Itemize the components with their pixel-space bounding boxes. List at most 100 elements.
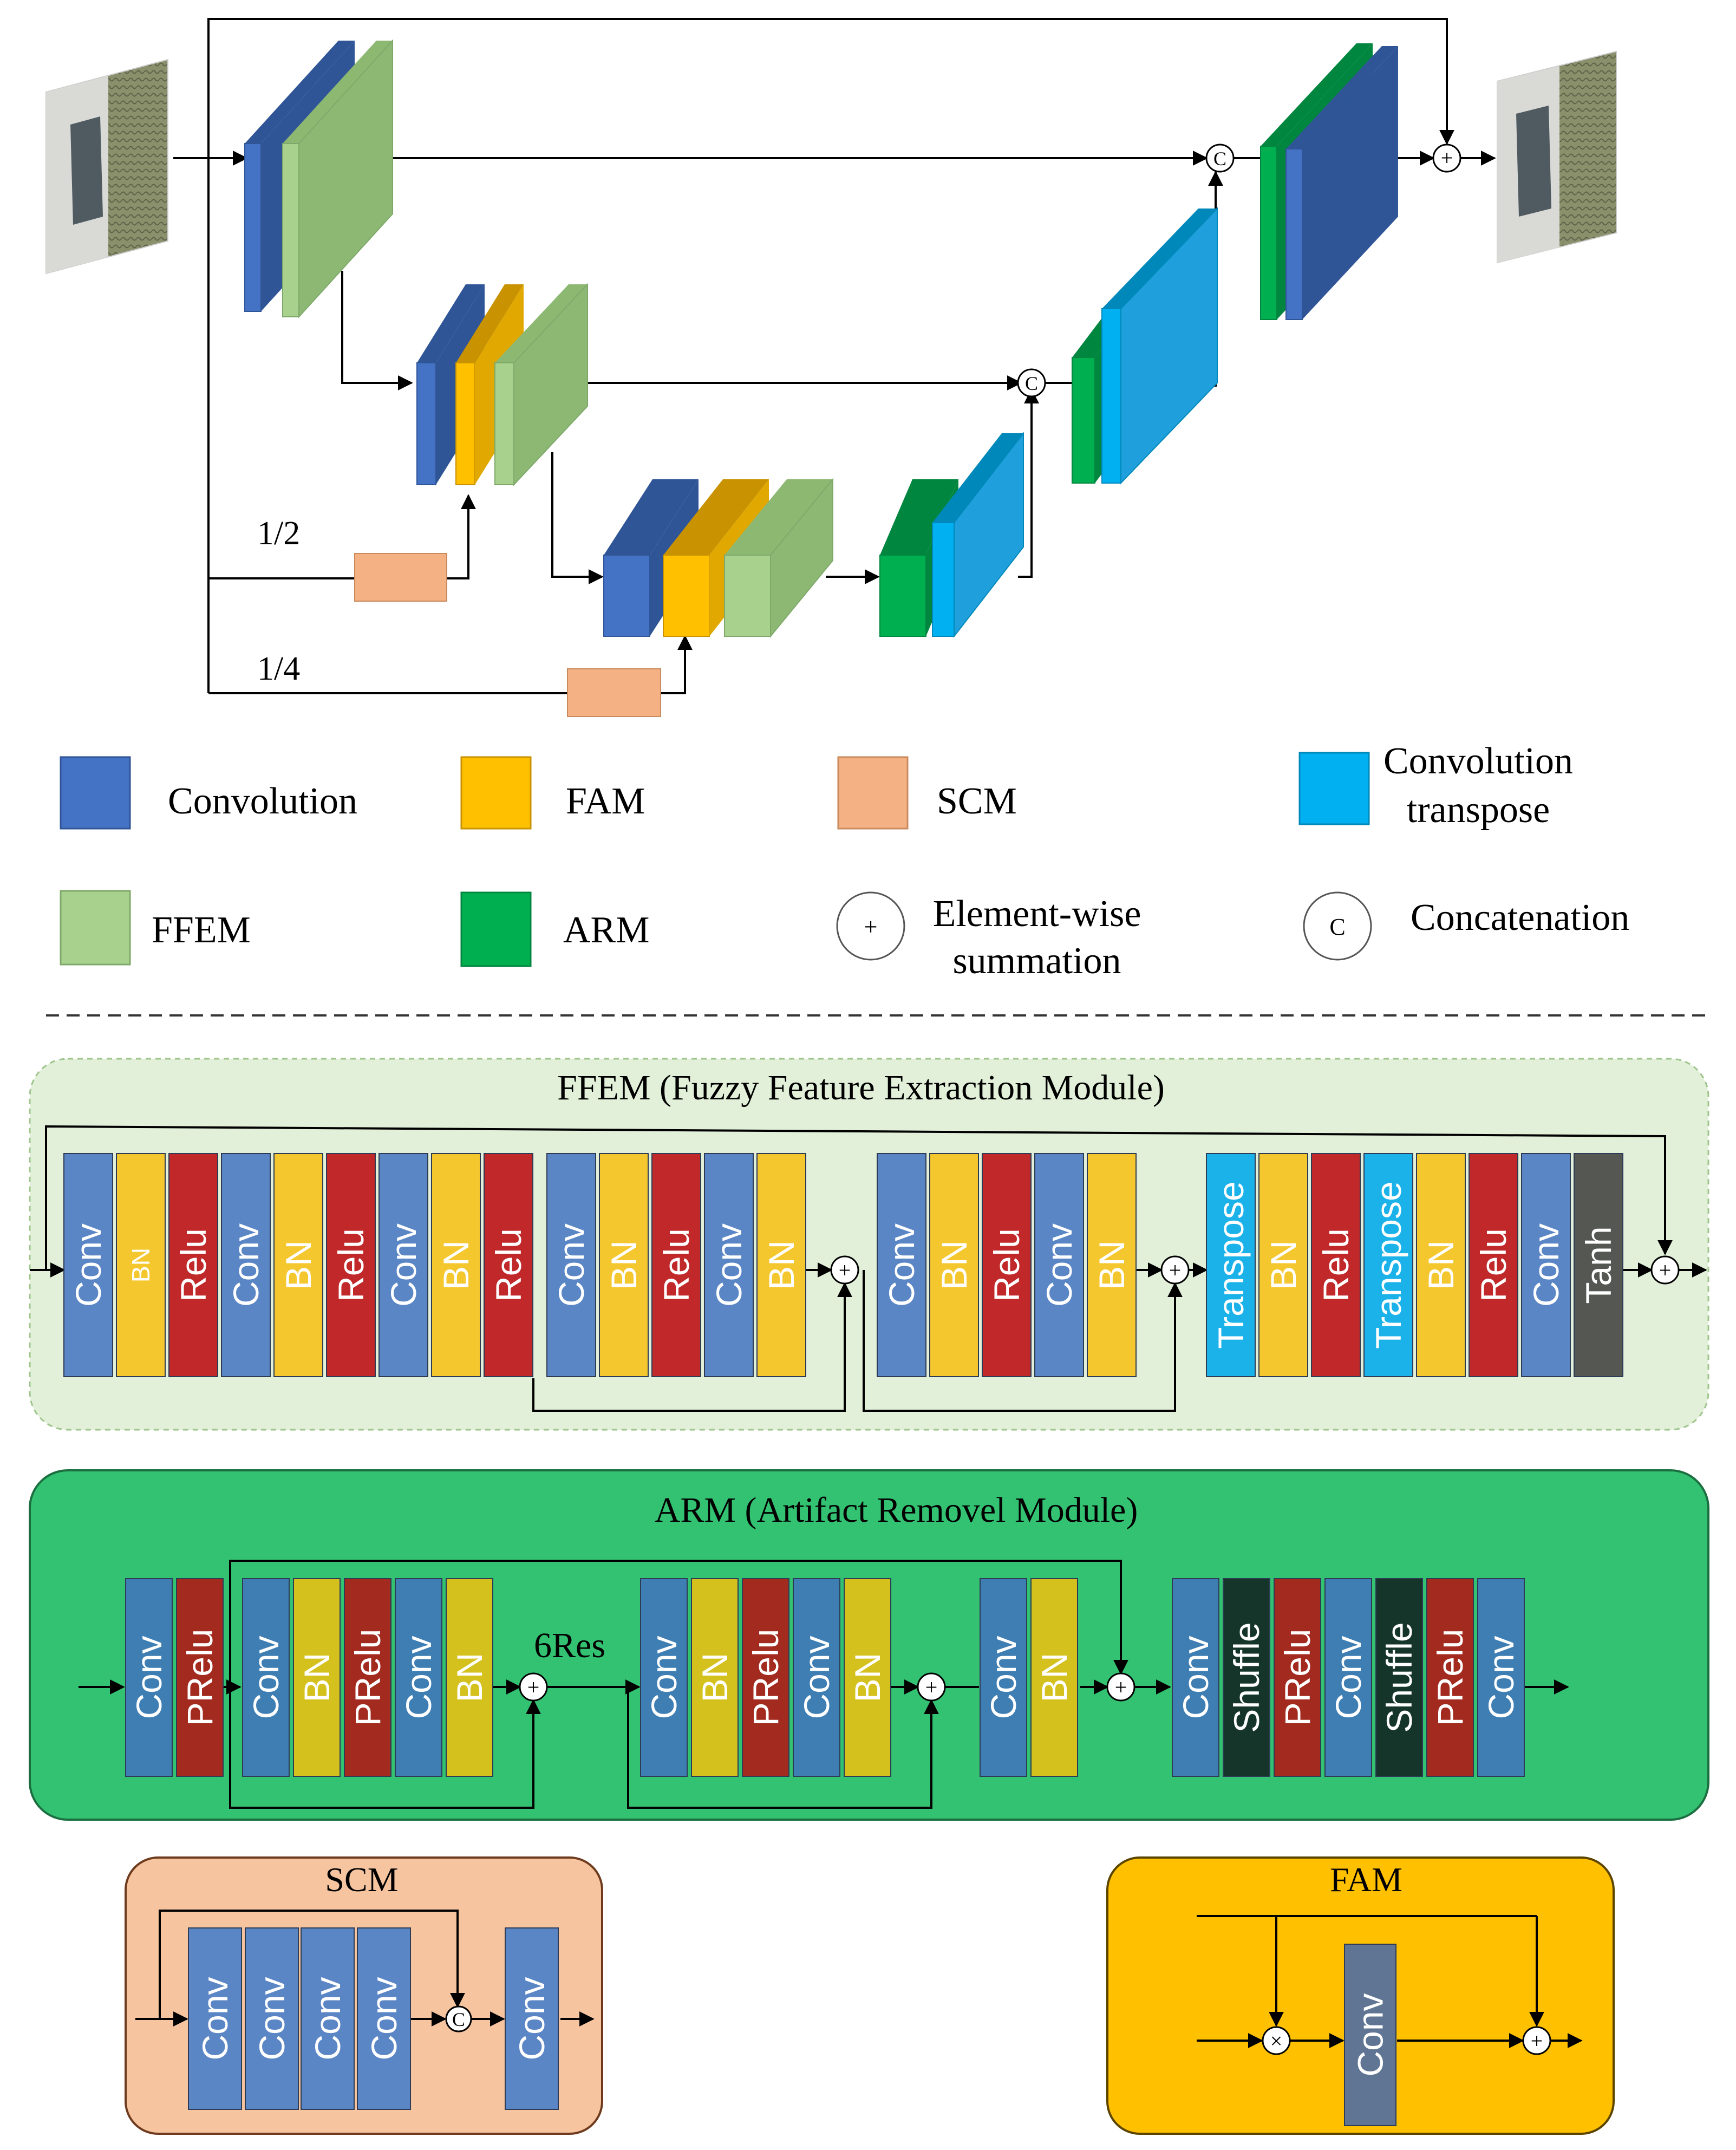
arm-block-conv-8 [640, 1578, 688, 1777]
scm-block-conv-4 [357, 1927, 411, 2110]
ffem-block-conv-10 [546, 1153, 596, 1377]
arm-block-conv-6 [395, 1578, 442, 1777]
arm-block-conv-18 [1324, 1578, 1372, 1777]
concat-operator-middle: C [1017, 368, 1046, 398]
fam-sum: + [1522, 2026, 1551, 2055]
scm-block-label-3: Conv [308, 1977, 348, 2060]
ffem-block-conv-4 [221, 1153, 271, 1377]
legend-label-summation-line2: summation [952, 940, 1121, 982]
ffem-block-conv-26 [1521, 1153, 1571, 1377]
svg-text:+: + [1169, 1258, 1182, 1282]
arm-block-conv-3 [242, 1578, 290, 1777]
fam-block-conv-1 [1344, 1944, 1396, 2126]
ffem-block-label-21: BN [1263, 1240, 1303, 1290]
ffem-block-conv-13 [704, 1153, 754, 1377]
arm-block-label-17: PRelu [1277, 1629, 1317, 1726]
legend-symbol-summation: + [836, 891, 905, 961]
arm-block-conv-11 [793, 1578, 840, 1777]
legend-label-concatenation: Concatenation [1411, 897, 1629, 939]
ffem-block-bn-21 [1258, 1153, 1308, 1377]
scm-block-label-4: Conv [364, 1977, 404, 2060]
scm-block-label-1: Conv [195, 1977, 235, 2060]
arm-block-label-15: Conv [1176, 1636, 1216, 1719]
scm-block-label-2: Conv [252, 1977, 292, 2060]
ffem-block-label-16: BN [934, 1240, 974, 1290]
ffem-block-label-26: Conv [1526, 1223, 1566, 1307]
ffem-block-bn-16 [929, 1153, 979, 1377]
ffem-block-label-23: Transpose [1368, 1181, 1408, 1348]
fam-block-label-1: Conv [1350, 1993, 1391, 2076]
ffem-block-label-4: Conv [226, 1223, 266, 1307]
svg-text:+: + [527, 1675, 540, 1699]
ffem-sum-2: + [1160, 1255, 1190, 1285]
legend-label-convolution: Convolution [168, 780, 357, 822]
scm-title: SCM [325, 1860, 398, 1899]
encoder-level-1 [244, 39, 393, 318]
ffem-block-label-8: BN [436, 1240, 476, 1290]
svg-text:C: C [452, 2009, 465, 2030]
legend-label-convolution-transpose-line1: Convolution [1383, 740, 1573, 782]
ffem-block-label-18: Conv [1039, 1223, 1079, 1307]
decoder-level-3 [879, 432, 1024, 638]
legend-swatch-ffem [60, 890, 131, 966]
ffem-block-relu-9 [484, 1153, 533, 1377]
arm-block-bn-12 [844, 1578, 891, 1777]
legend-swatch-fam [460, 756, 532, 830]
ffem-block-label-13: Conv [709, 1223, 749, 1307]
ffem-block-label-6: Relu [331, 1228, 371, 1302]
arm-block-bn-4 [293, 1578, 341, 1777]
ffem-block-label-15: Conv [882, 1223, 922, 1307]
arm-block-prelu-2 [176, 1578, 224, 1777]
ffem-block-label-5: BN [278, 1240, 318, 1290]
legend-swatch-scm [837, 756, 909, 830]
ffem-sum-1: + [830, 1255, 859, 1285]
arm-block-shuffle-19 [1375, 1578, 1423, 1777]
scm-concat: C [445, 2005, 472, 2032]
scm-block-conv-3 [301, 1927, 355, 2110]
ffem-block-label-17: Relu [987, 1228, 1027, 1302]
arm-block-bn-9 [691, 1578, 739, 1777]
fam-panel: FAM Conv × + [1106, 1856, 1615, 2135]
ffem-block-label-27: Tanh [1578, 1226, 1618, 1304]
ffem-block-label-22: Relu [1316, 1228, 1356, 1302]
arm-block-label-6: Conv [399, 1636, 439, 1719]
ffem-block-conv-18 [1034, 1153, 1084, 1377]
ffem-block-label-12: Relu [656, 1228, 696, 1302]
arm-block-label-2: PRelu [180, 1629, 220, 1726]
ffem-block-label-1: Conv [68, 1223, 108, 1307]
scm-block-conv-5 [505, 1927, 559, 2110]
ffem-title: FFEM (Fuzzy Feature Extraction Module) [557, 1068, 1165, 1107]
arm-block-label-12: BN [847, 1653, 887, 1703]
svg-text:+: + [864, 914, 878, 940]
fam-multiply: × [1262, 2026, 1291, 2055]
arm-block-label-1: Conv [129, 1636, 169, 1719]
arm-title: ARM (Artifact Removel Module) [655, 1490, 1138, 1530]
svg-text:+: + [1115, 1675, 1127, 1699]
legend-label-ffem: FFEM [152, 909, 251, 951]
arm-block-conv-13 [980, 1578, 1027, 1777]
input-image [45, 58, 168, 275]
legend-label-arm: ARM [563, 909, 649, 951]
arm-block-label-21: Conv [1481, 1636, 1521, 1719]
ffem-block-label-25: Relu [1473, 1228, 1513, 1302]
arm-block-label-4: BN [297, 1653, 337, 1703]
scm-block-half [354, 553, 447, 602]
ffem-block-relu-25 [1469, 1153, 1518, 1377]
svg-text:+: + [925, 1675, 938, 1699]
arm-block-conv-1 [125, 1578, 173, 1777]
arm-sum-3: + [1106, 1672, 1135, 1702]
arm-block-label-8: Conv [644, 1636, 684, 1719]
ffem-block-label-11: BN [604, 1240, 644, 1290]
arm-block-conv-21 [1477, 1578, 1525, 1777]
ffem-block-conv-7 [378, 1153, 428, 1377]
arm-sum-2: + [917, 1672, 946, 1702]
ffem-block-relu-6 [326, 1153, 376, 1377]
scm-block-conv-2 [245, 1927, 299, 2110]
arm-block-conv-15 [1172, 1578, 1219, 1777]
ffem-block-bn-19 [1087, 1153, 1137, 1377]
arm-block-label-18: Conv [1328, 1636, 1368, 1719]
svg-text:+: + [839, 1258, 851, 1282]
svg-text:C: C [1025, 373, 1038, 394]
arm-block-shuffle-16 [1223, 1578, 1270, 1777]
